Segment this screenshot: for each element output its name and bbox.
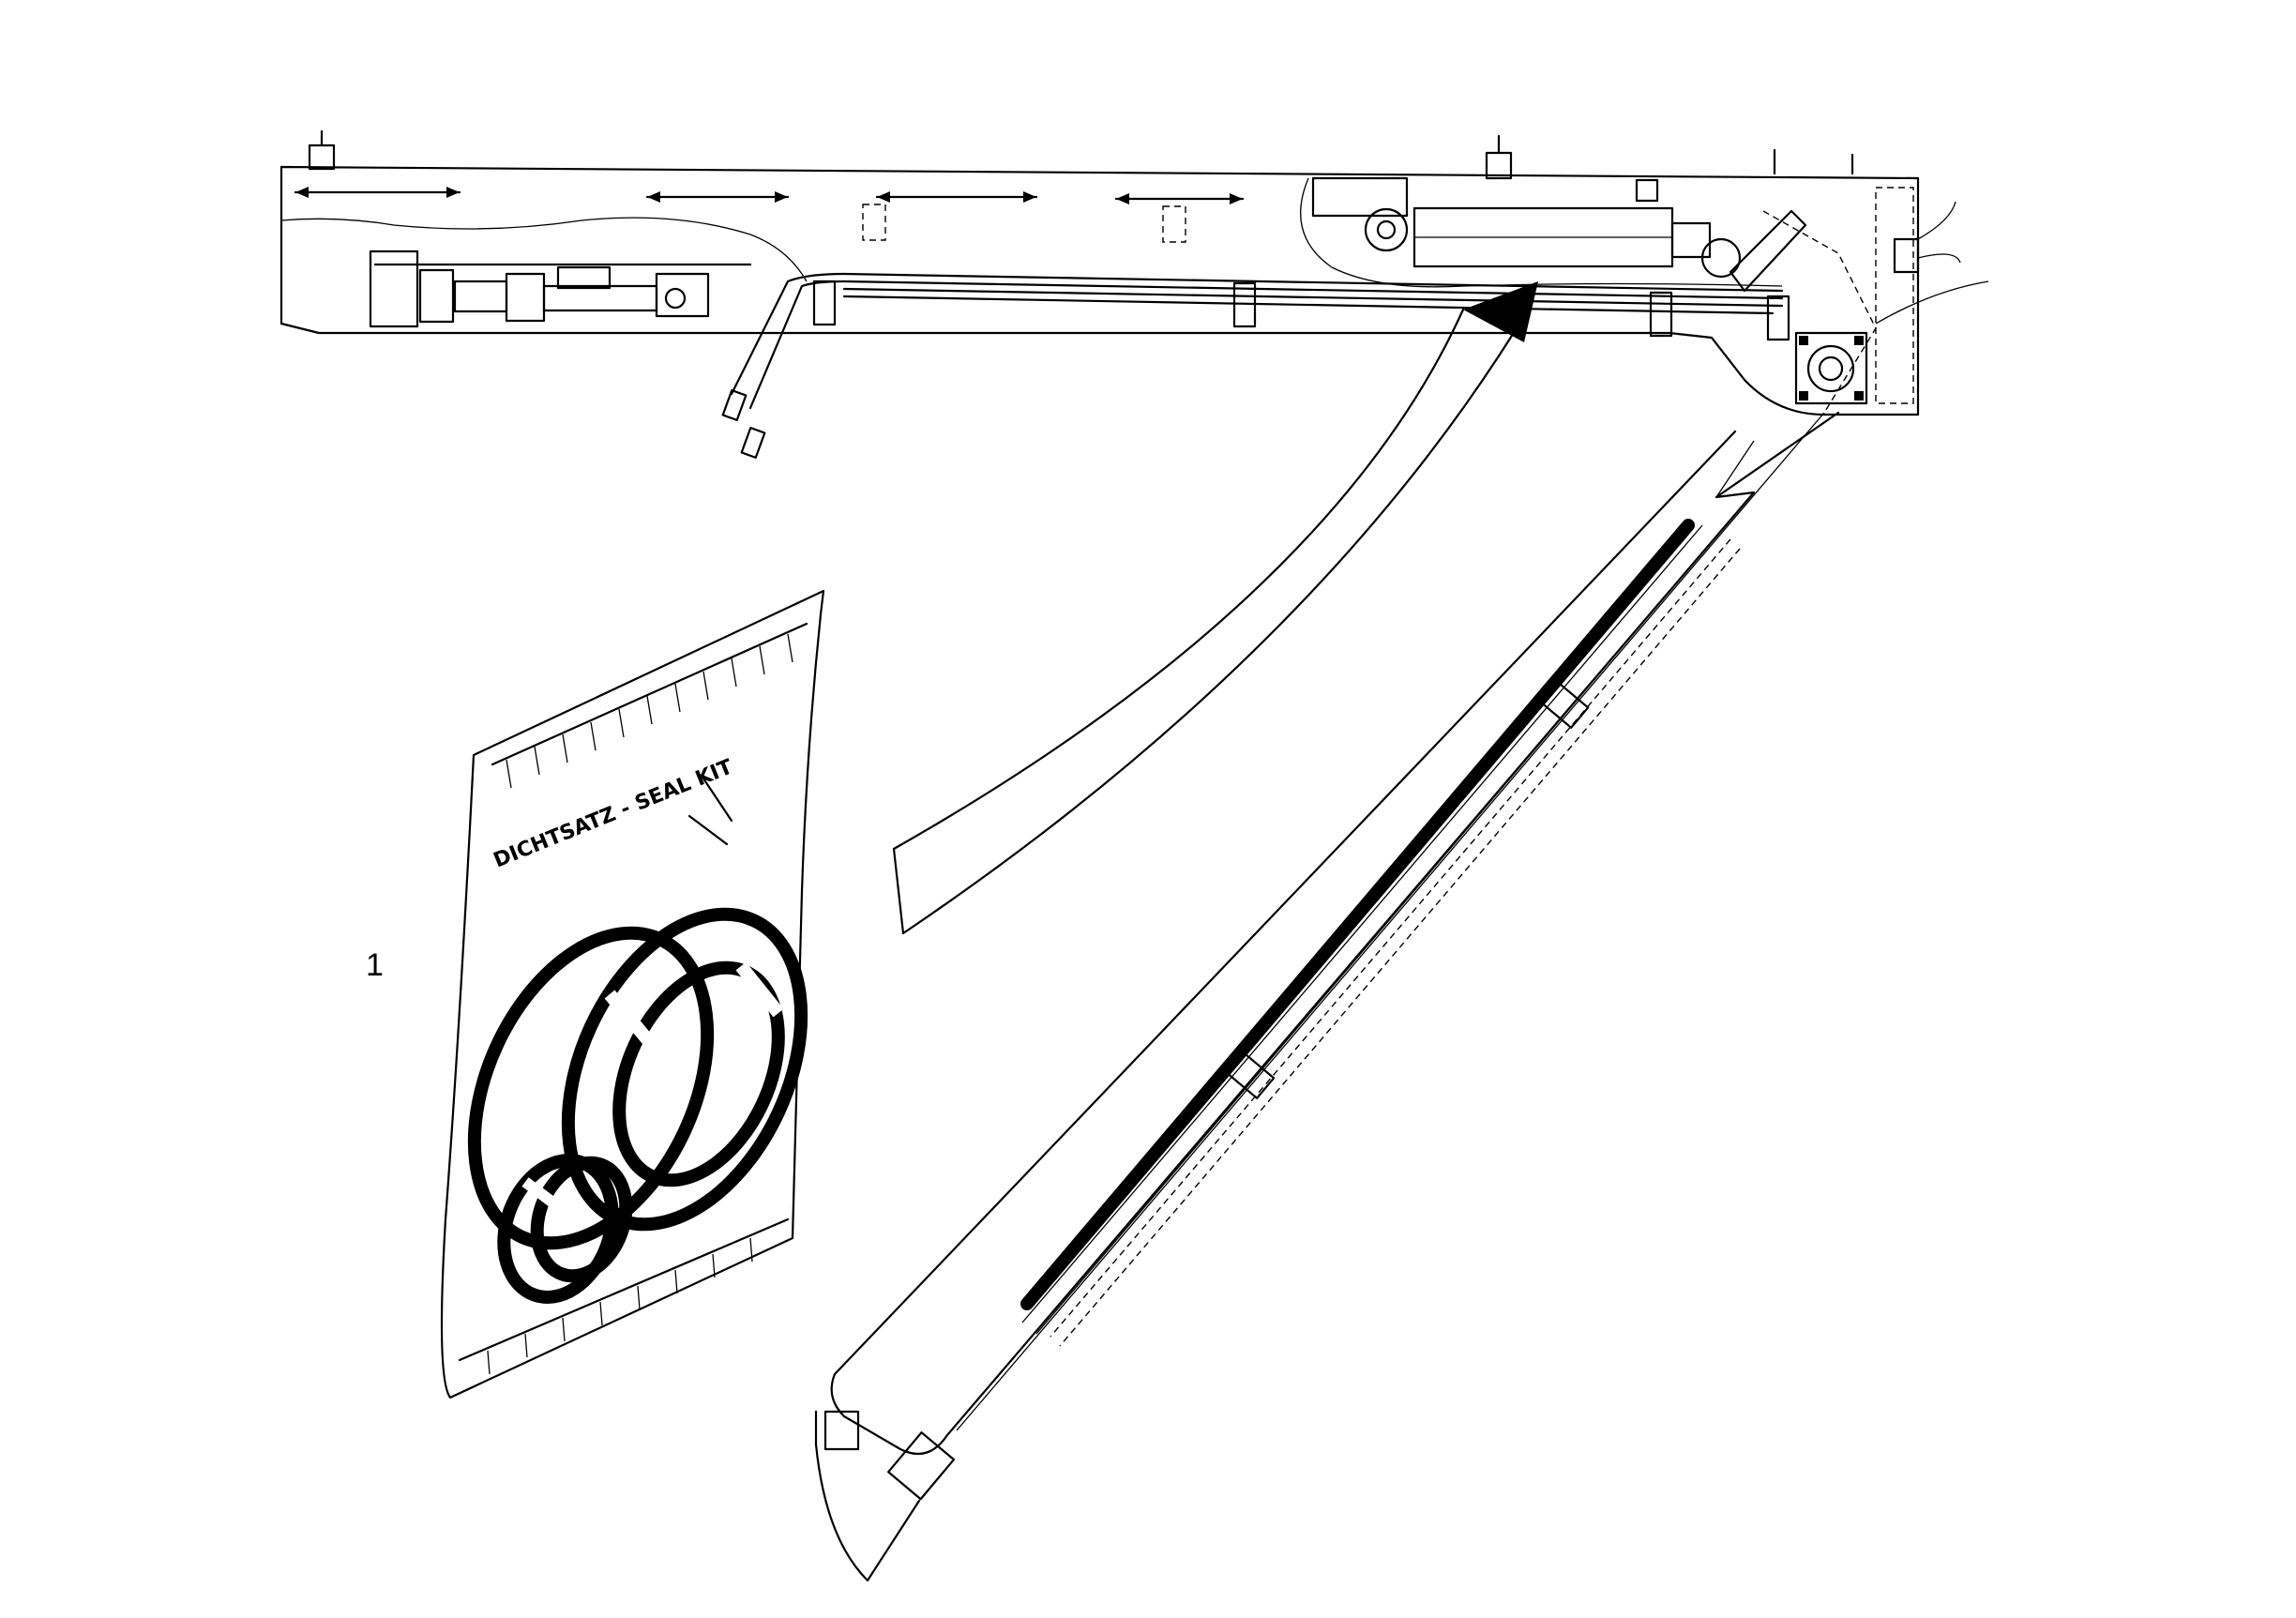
- callout-label-1: 1: [366, 947, 384, 983]
- mounting-studs: [308, 129, 1854, 203]
- horizontal-boom: [279, 129, 1989, 459]
- hydraulic-hoses: [721, 272, 1790, 459]
- diagonal-boom: [814, 411, 1840, 1582]
- main-hydraulic-cylinder: [1311, 176, 1807, 293]
- seal-rings: [467, 907, 808, 1304]
- callout-arrow: [892, 281, 1538, 935]
- bag-label: DICHTSATZ - SEAL KIT: [491, 755, 736, 872]
- flow-arrow-markers: [294, 187, 1245, 204]
- pivot-block: [1762, 187, 1989, 414]
- seal-kit-bag: DICHTSATZ - SEAL KIT: [440, 589, 825, 1399]
- left-cylinder-assembly: [369, 250, 752, 328]
